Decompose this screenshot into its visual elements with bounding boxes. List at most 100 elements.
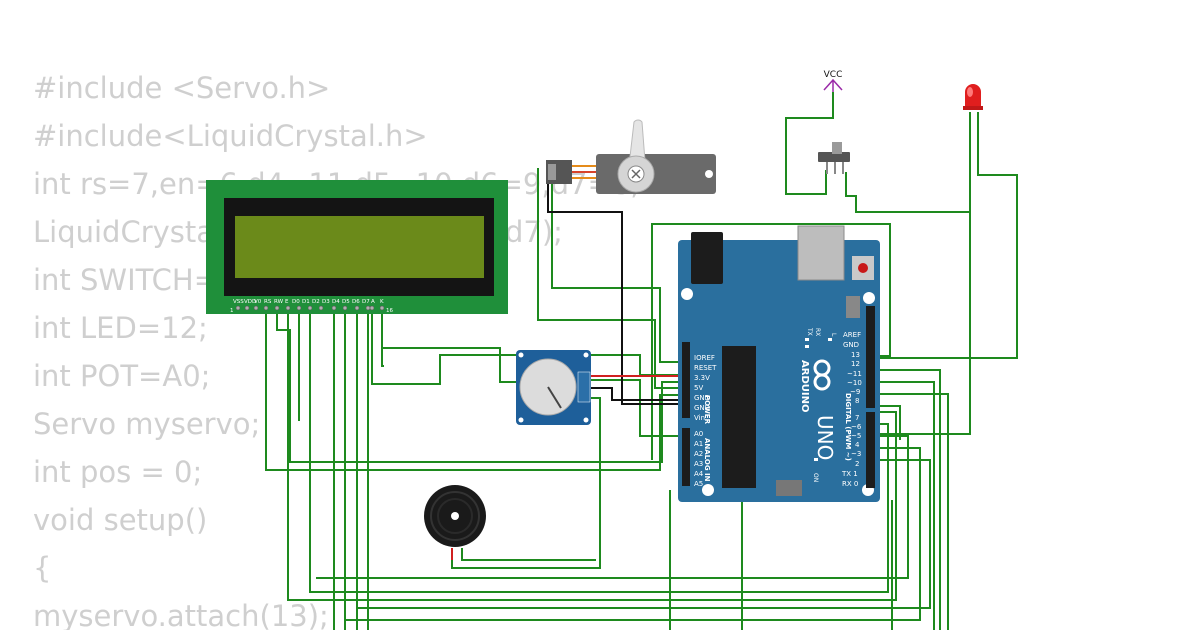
code-line-10: void setup() [33, 503, 207, 537]
wire-d8 [873, 405, 901, 440]
wire-servo-gnd [547, 168, 690, 405]
vcc-label: VCC [824, 70, 843, 80]
power-pin-label: 5V [694, 384, 703, 392]
power-label: POWER [703, 395, 711, 425]
buzzer[interactable] [424, 485, 486, 547]
rx-led-label: RX [814, 328, 821, 336]
wire-switch-out [845, 172, 971, 435]
code-line-11: { [33, 551, 51, 585]
lcd-pin-label: RS [264, 299, 272, 305]
lcd-display: 1 16 VSS VDD V0 RS RW E D0 D1 D2 D3 D4 D… [206, 180, 508, 314]
digital-pin-label: 8 [855, 397, 859, 405]
servo-motor[interactable] [546, 119, 716, 194]
digital-pin-label: TX 1 [841, 470, 858, 478]
digital-pin-label: ~6 [851, 423, 862, 431]
lcd-pin-label: D7 [362, 299, 370, 305]
lcd-pin-label: D3 [322, 299, 330, 305]
wire-servo-signal [551, 168, 690, 363]
lcd-pin-label: A [371, 299, 375, 305]
digital-pin-label: 2 [855, 460, 859, 468]
power-pin-label: GND [694, 404, 710, 412]
digital-pin-label: 13 [851, 351, 860, 359]
lcd-pin-label: D1 [302, 299, 310, 305]
wire-led-2 [873, 112, 1018, 359]
lcd-pin-labels: 1 16 VSS VDD V0 RS RW E D0 D1 D2 D3 D4 D… [230, 299, 393, 314]
slide-switch[interactable] [818, 142, 850, 174]
digital-pin-label: 4 [855, 441, 860, 449]
lcd-pin-label: VSS [233, 299, 244, 305]
reset-button-icon[interactable] [858, 263, 868, 273]
vcc-arrow-icon [823, 78, 843, 92]
analog-pin-label: A1 [694, 440, 703, 448]
code-line-6: int LED=12; [33, 311, 208, 345]
lcd-pin-last: 16 [386, 308, 393, 314]
code-line-8: Servo myservo; [33, 407, 260, 441]
lcd-pin-label: D0 [292, 299, 300, 305]
black-wires [547, 168, 690, 405]
l-led-label: L [830, 333, 837, 337]
wire-pot-gnd [590, 387, 690, 401]
arduino-infinity-icon [813, 359, 831, 391]
code-line-2: #include<LiquidCrystal.h> [33, 119, 428, 153]
digital-pin-label: ~9 [850, 388, 860, 396]
lcd-pin-first: 1 [230, 308, 234, 314]
arduino-model: UNO [813, 415, 837, 460]
wire-bottom-3 [357, 459, 931, 609]
lcd-pin-label: D4 [332, 299, 340, 305]
code-line-7: int POT=A0; [33, 359, 210, 393]
wire-bottom-1 [316, 435, 909, 579]
servo-screw-icon [631, 169, 641, 179]
wire-lcd-vss [265, 308, 690, 471]
digital-pin-label: ~5 [851, 432, 861, 440]
lcd-pin-label: V0 [254, 299, 262, 305]
digital-pin-label: ~3 [851, 450, 861, 458]
wire-switch-vcc [785, 92, 834, 195]
digital-pin-label: RX 0 [842, 480, 858, 488]
lcd-pin-label: E [285, 299, 289, 305]
wire-buzzer [461, 548, 596, 561]
digital-pin-label: GND [843, 341, 859, 349]
vcc-symbol: VCC [823, 70, 843, 92]
red-led[interactable] [963, 84, 983, 110]
wire-lcd-e [309, 308, 889, 593]
arduino-uno[interactable]: IOREF RESET 3.3V 5V GND GND Vin A0 A1 A2… [678, 225, 880, 502]
tx-led-label: TX [806, 327, 813, 336]
power-pin-label: 3.3V [694, 374, 710, 382]
analog-pin-label: A5 [694, 480, 703, 488]
code-line-12: myservo.attach(13); [33, 599, 329, 630]
wire-lcd-vdd [276, 308, 690, 463]
code-line-1: #include <Servo.h> [33, 71, 330, 105]
digital-label: DIGITAL (PWM ~) [844, 393, 852, 461]
wire-lcd-rw [298, 308, 300, 421]
analog-pin-label: A0 [694, 430, 703, 438]
lcd-pin-label: RW [274, 299, 284, 305]
digital-pin-label: AREF [843, 331, 861, 339]
on-led-label: ON [812, 473, 819, 482]
wire-lcd-a [381, 308, 384, 367]
wire-top-loop [651, 223, 891, 460]
wire-bottom-2 [345, 447, 921, 621]
digital-pin-label: 12 [851, 360, 860, 368]
wire-pot-1 [590, 379, 690, 437]
wire-d11 [873, 369, 941, 630]
digital-pin-label: 7 [855, 414, 859, 422]
code-line-5: int SWITCH= [33, 263, 218, 297]
analog-pin-label: A3 [694, 460, 703, 468]
lcd-pin-label: D5 [342, 299, 350, 305]
analog-pin-label: A4 [694, 470, 704, 478]
lcd-pins [235, 305, 385, 311]
digital-pin-label: ~11 [847, 370, 862, 378]
power-pin-label: IOREF [694, 354, 715, 362]
potentiometer[interactable] [516, 350, 591, 425]
power-pin-label: GND [694, 394, 710, 402]
code-line-9: int pos = 0; [33, 455, 202, 489]
analog-label: ANALOG IN [703, 438, 711, 482]
lcd-pin-label: K [380, 299, 384, 305]
lcd-pin-label: VDD [244, 299, 256, 305]
wire-d9 [873, 393, 949, 630]
wire-lcd-rs [287, 308, 897, 601]
wire-d10 [873, 381, 935, 630]
wire-servo-power [537, 168, 690, 389]
lcd-pin-label: D2 [312, 299, 320, 305]
